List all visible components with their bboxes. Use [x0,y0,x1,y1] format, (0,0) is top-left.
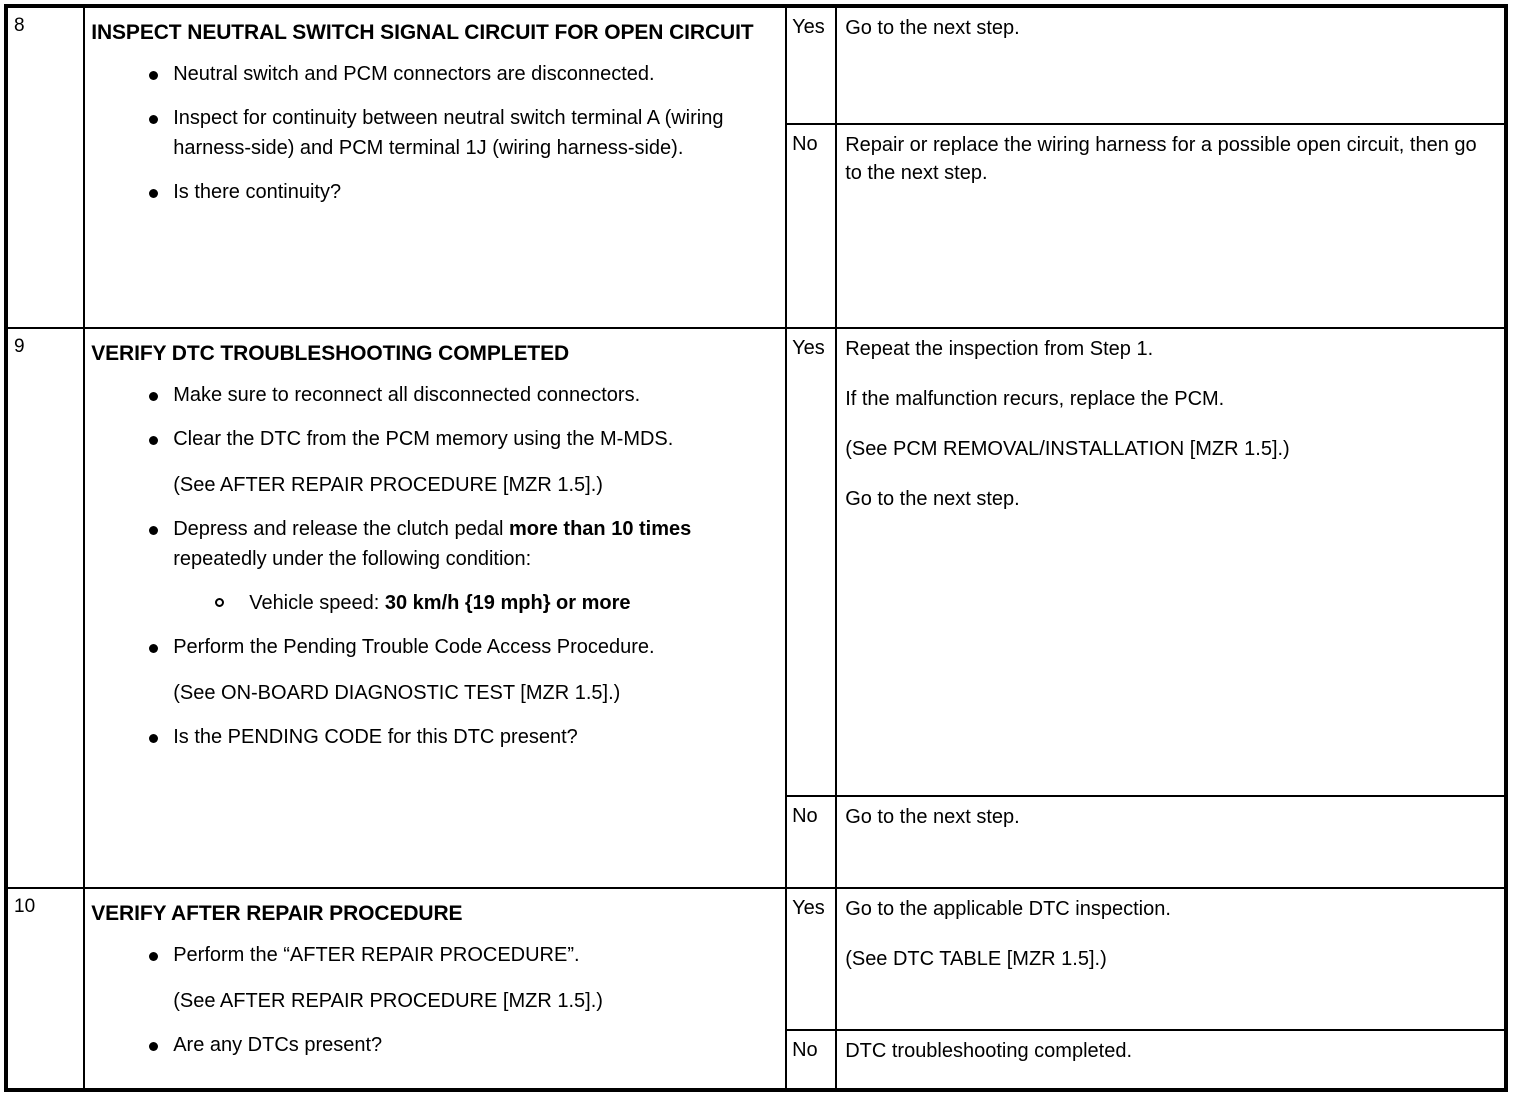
reference-note: (See AFTER REPAIR PROCEDURE [MZR 1.5].) [173,990,603,1012]
result-action-no: Repair or replace the wiring harness for… [835,123,1507,329]
list-item-text: Inspect for continuity between neutral s… [173,107,724,159]
list-item: Neutral switch and PCM connectors are di… [91,59,775,89]
step-title: VERIFY DTC TROUBLESHOOTING COMPLETED [91,342,570,365]
list-item-text: Clear the DTC from the PCM memory using … [173,428,674,450]
step-title: INSPECT NEUTRAL SWITCH SIGNAL CIRCUIT FO… [91,21,754,44]
result-action-no: Go to the next step. [835,795,1507,889]
table-row: No Repair or replace the wiring harness … [6,123,1507,329]
list-item: Vehicle speed: 30 km/h {19 mph} or more [173,588,775,618]
filled-bullet-icon [149,734,159,743]
action-line: Repeat the inspection from Step 1. [845,338,1154,360]
table-row: 8 INSPECT NEUTRAL SWITCH SIGNAL CIRCUIT … [4,5,1507,329]
result-label-yes: Yes [785,887,838,1031]
list-item-text: Neutral switch and PCM connectors are di… [173,63,655,85]
result-label-yes: Yes [785,5,838,125]
result-action-no: DTC troubleshooting completed. [835,1029,1507,1091]
step-bullet-list: Make sure to reconnect all disconnected … [91,380,775,752]
filled-bullet-icon [149,526,159,535]
action-line: Go to the next step. [845,806,1020,828]
action-line: Go to the applicable DTC inspection. [845,898,1171,920]
result-label-no: No [785,123,838,329]
action-line: Go to the next step. [845,17,1020,39]
step-number-cell: 8 [4,5,86,329]
step-bullet-list: Neutral switch and PCM connectors are di… [91,59,775,207]
action-line: Go to the next step. [845,488,1020,510]
action-line: DTC troubleshooting completed. [845,1040,1133,1062]
list-item-text: Perform the “AFTER REPAIR PROCEDURE”. [173,944,580,966]
step-bullet-list: Perform the “AFTER REPAIR PROCEDURE”. (S… [91,940,775,1060]
list-item-text-prefix: Depress and release the clutch pedal [173,518,509,540]
result-label-yes: Yes [785,327,838,797]
step-subbullet-list: Vehicle speed: 30 km/h {19 mph} or more [173,588,775,618]
hollow-bullet-icon [215,598,225,607]
reference-note: (See ON-BOARD DIAGNOSTIC TEST [MZR 1.5].… [173,682,621,704]
filled-bullet-icon [149,644,159,653]
list-item-text-emphasis: more than 10 times [508,518,692,540]
list-item: Inspect for continuity between neutral s… [91,103,775,163]
list-item-text: Are any DTCs present? [173,1034,383,1056]
table-row: No DTC troubleshooting completed. [6,1029,1507,1091]
subitem-text-prefix: Vehicle speed: [249,592,385,614]
result-label-no: No [785,795,838,889]
step-body-cell: INSPECT NEUTRAL SWITCH SIGNAL CIRCUIT FO… [83,5,788,329]
table-row: 10 VERIFY AFTER REPAIR PROCEDURE Perform… [4,887,1507,1091]
list-item: Clear the DTC from the PCM memory using … [91,424,775,454]
action-line: If the malfunction recurs, replace the P… [845,388,1225,410]
step-number-cell: 9 [4,327,86,889]
step-title: VERIFY AFTER REPAIR PROCEDURE [91,902,463,925]
result-label-no: No [785,1029,838,1091]
action-line: (See DTC TABLE [MZR 1.5].) [845,948,1107,970]
action-line: Repair or replace the wiring harness for… [845,134,1477,184]
step-body-cell: VERIFY DTC TROUBLESHOOTING COMPLETED Mak… [83,327,788,889]
list-item-text-suffix: repeatedly under the following condition… [173,548,532,570]
step-number-cell: 10 [4,887,86,1091]
list-item-text: Is the PENDING CODE for this DTC present… [173,726,578,748]
filled-bullet-icon [149,71,159,80]
list-item: Is the PENDING CODE for this DTC present… [91,722,775,752]
filled-bullet-icon [149,436,159,445]
subitem-text-emphasis: 30 km/h {19 mph} or more [384,592,631,614]
list-item: Perform the “AFTER REPAIR PROCEDURE”. [91,940,775,970]
list-item: Make sure to reconnect all disconnected … [91,380,775,410]
list-item: Depress and release the clutch pedal mor… [91,514,775,618]
filled-bullet-icon [149,1042,159,1051]
reference-note: (See AFTER REPAIR PROCEDURE [MZR 1.5].) [173,474,603,496]
list-item-text: Is there continuity? [173,181,342,203]
filled-bullet-icon [149,189,159,198]
list-item-text: Make sure to reconnect all disconnected … [173,384,641,406]
table-row: 9 VERIFY DTC TROUBLESHOOTING COMPLETED M… [4,327,1507,889]
list-item-text: Perform the Pending Trouble Code Access … [173,636,655,658]
dtc-troubleshooting-table: 8 INSPECT NEUTRAL SWITCH SIGNAL CIRCUIT … [4,4,1508,1092]
list-item: Perform the Pending Trouble Code Access … [91,632,775,662]
filled-bullet-icon [149,952,159,961]
result-action-yes: Repeat the inspection from Step 1. If th… [835,327,1507,797]
step-body-cell: VERIFY AFTER REPAIR PROCEDURE Perform th… [83,887,788,1091]
result-action-yes: Go to the next step. [835,5,1507,125]
filled-bullet-icon [149,392,159,401]
action-line: (See PCM REMOVAL/INSTALLATION [MZR 1.5].… [845,438,1290,460]
list-item: Are any DTCs present? [91,1030,775,1060]
table-row: No Go to the next step. [6,795,1507,889]
list-item: Is there continuity? [91,177,775,207]
result-action-yes: Go to the applicable DTC inspection. (Se… [835,887,1507,1031]
filled-bullet-icon [149,115,159,124]
